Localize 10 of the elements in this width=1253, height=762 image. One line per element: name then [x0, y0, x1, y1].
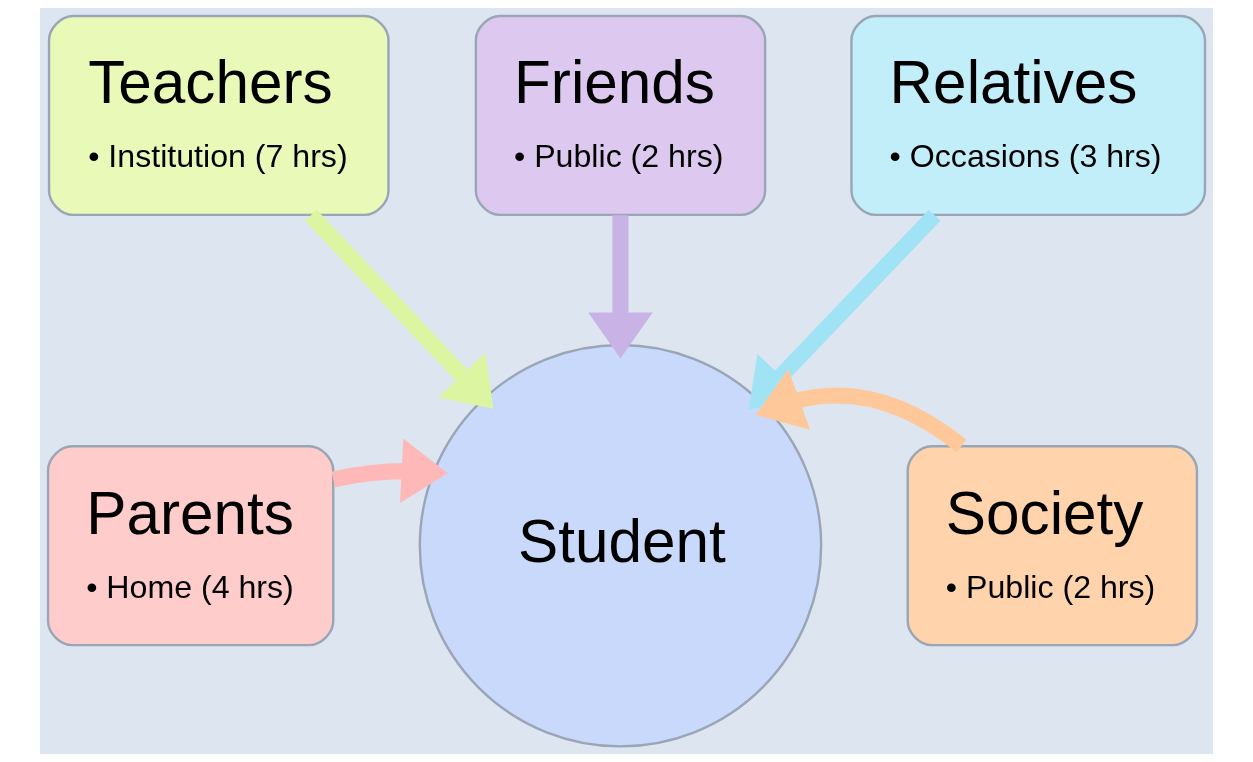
arrow — [305, 209, 494, 409]
node-box: Parents • Home (4 hrs) — [46, 445, 335, 647]
arrow — [331, 438, 448, 503]
node-box: Friends • Public (2 hrs) — [474, 14, 767, 217]
arrow — [755, 368, 967, 453]
node-circle: Student — [418, 343, 823, 748]
node-box: Relatives • Occasions (3 hrs) — [850, 14, 1207, 217]
node-box: Society • Public (2 hrs) — [906, 445, 1199, 647]
node-box: Teachers • Institution (7 hrs) — [47, 14, 390, 217]
arrow — [588, 215, 653, 359]
